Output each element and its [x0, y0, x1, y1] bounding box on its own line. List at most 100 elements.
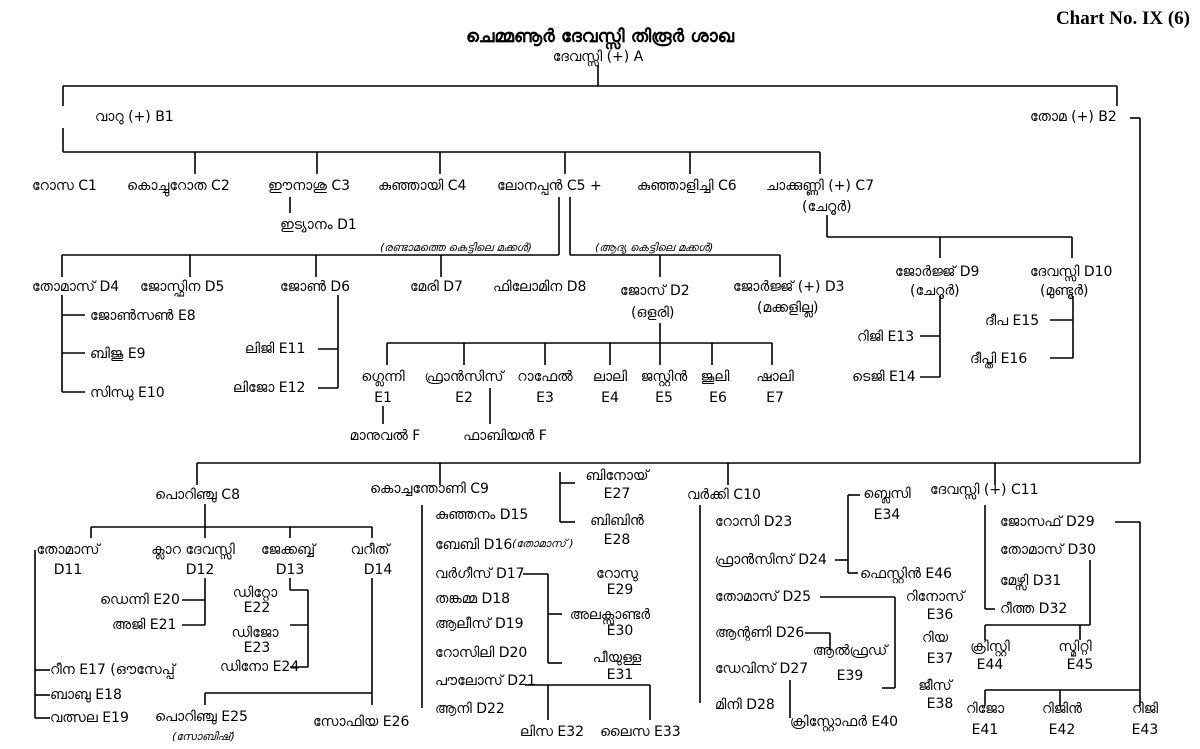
person-label-e23-code: E23 — [244, 640, 271, 656]
person-label-e25-note: (സോബിഷ്) — [172, 730, 235, 743]
person-label-e6-name: ജൂലി — [701, 369, 730, 385]
person-label-c6: കുഞ്ഞാളിച്ചി C6 — [637, 178, 737, 194]
person-label-e34-name: ബ്ലെസി — [863, 486, 910, 504]
person-label-d13-name: ജേക്കബ്ബ് — [261, 542, 317, 558]
person-label-d11-code: D11 — [54, 562, 83, 578]
person-label-e9: ബിജു E9 — [90, 346, 146, 362]
person-label-c1: റോസ C1 — [32, 178, 97, 194]
person-label-d21: പൗലോസ് D21 — [435, 673, 536, 689]
person-label-e27-code: E27 — [604, 486, 631, 502]
person-label-d12-code: D12 — [186, 562, 215, 578]
person-label-b1: വാറു (+) B1 — [95, 109, 174, 125]
person-label-e30-name: അലക്സാണ്ടർ — [570, 607, 650, 625]
person-label-e37-code: E37 — [927, 651, 954, 667]
person-label-c9: കൊച്ചന്തോണി C9 — [370, 481, 489, 497]
person-label-e41-code: E41 — [972, 722, 999, 738]
person-label-e29-code: E29 — [607, 582, 634, 598]
person-label-e17: റീന E17 (ഔസേപ്പ് — [50, 662, 177, 679]
person-label-e22-code: E22 — [244, 600, 271, 616]
person-label-e45-name: സ്മിറ്റി — [1058, 639, 1091, 656]
person-label-d32: റീത്ത D32 — [1000, 601, 1067, 617]
person-label-c7-place: (ചേറൂർ) — [802, 199, 852, 215]
person-label-d3-note: (മക്കളില്ല) — [757, 300, 818, 318]
person-label-f1: മാനുവൽ F — [350, 428, 421, 444]
marriage-note: (രണ്ടാമത്തെ കെട്ടിലെ മക്കൾ) — [380, 241, 532, 254]
person-label-d8: ഫിലോമിന D8 — [493, 279, 586, 295]
person-label-e5-name: ജസ്റ്റിൻ — [641, 369, 688, 387]
person-label-e36-code: E36 — [927, 607, 954, 623]
person-label-e23-name: ഡിജോ — [232, 625, 280, 641]
person-label-d15: കുഞ്ഞനം D15 — [435, 507, 528, 523]
person-label-e19: വത്സല E19 — [50, 710, 129, 726]
person-label-e2-code: E2 — [455, 390, 473, 406]
person-label-e44-name: ക്രിസ്റ്റി — [970, 639, 1010, 657]
person-label-e18: ബാബു E18 — [50, 687, 122, 703]
person-label-c4: കുഞ്ഞായി C4 — [378, 178, 467, 194]
person-label-e7-name: ഷാലി — [756, 369, 793, 385]
person-label-d4: തോമാസ് D4 — [32, 279, 119, 295]
person-label-e37-name: റിയ — [922, 630, 949, 646]
person-label-e4-name: ലാലി — [593, 369, 627, 385]
person-label-c3: ഈനാശു C3 — [268, 178, 350, 194]
person-label-d2-place: (ഒളരി) — [631, 305, 674, 321]
person-label-e20: ഡെന്നി E20 — [100, 592, 180, 608]
person-label-e41-name: റിജോ — [966, 701, 1005, 717]
person-label-e42-name: റിജിൻ — [1042, 701, 1082, 717]
person-label-e12: ലിജോ E12 — [233, 380, 305, 396]
person-label-e22-name: ഡിറ്റോ — [233, 585, 278, 602]
person-label-d10-place: (മുണ്ടൂർ) — [1040, 283, 1088, 299]
person-label-e38-code: E38 — [927, 696, 954, 712]
person-label-b2: തോമ (+) B2 — [1030, 109, 1117, 125]
person-label-e45-code: E45 — [1067, 657, 1094, 673]
person-label-d14-name: വറീത് — [351, 542, 391, 558]
person-label-d14-code: D14 — [364, 562, 393, 578]
person-label-d16: ബേബി D16 — [435, 537, 512, 553]
person-label-d3: ജോർജ്ജ് (+) D3 — [733, 279, 845, 295]
person-label-d26: ആന്റണി D26 — [715, 625, 804, 642]
root-person-label: ദേവസ്സി (+) A — [553, 49, 644, 67]
person-label-d25: തോമാസ് D25 — [715, 589, 811, 605]
person-label-d29: ജോസഫ് D29 — [1000, 514, 1095, 530]
person-label-e32: ലിസ E32 — [520, 724, 584, 740]
person-label-e30-code: E30 — [607, 623, 634, 639]
person-label-d31: മേഴ്സി D31 — [1000, 573, 1061, 591]
node-labels: Chart No. IX (6) ചെമ്മണൂർ ദേവസ്സി തിരൂർ ശ… — [32, 8, 1190, 743]
chart-number: Chart No. IX (6) — [1056, 8, 1190, 29]
person-label-e27-name: ബിനോയ് — [585, 468, 650, 484]
person-label-d17: വർഗീസ് D17 — [435, 566, 525, 582]
person-label-e39-code: E39 — [837, 668, 864, 684]
person-label-d27: ഡേവിസ് D27 — [715, 661, 808, 677]
person-label-d22: ആനി D22 — [435, 701, 505, 717]
person-label-d28: മിനി D28 — [715, 697, 775, 713]
person-label-e26: സോഫിയ E26 — [313, 714, 410, 730]
person-label-d13-code: D13 — [276, 562, 305, 578]
person-label-c7: ചാക്കുണ്ണി (+) C7 — [766, 178, 874, 196]
chart-title: ചെമ്മണൂർ ദേവസ്സി തിരൂർ ശാഖ — [466, 26, 735, 50]
person-label-e40: ക്രിസ്റ്റോഫർ E40 — [790, 714, 898, 732]
person-label-c10: വർക്കി C10 — [687, 487, 761, 503]
person-label-d24: ഫ്രാൻസിസ് D24 — [715, 552, 827, 568]
person-label-c11: ദേവസ്സി (+) C11 — [930, 482, 1039, 500]
person-label-d5: ജോസ്ഫിന D5 — [140, 279, 224, 297]
person-label-e28-name: ബിബിൻ — [590, 513, 644, 529]
person-label-d1: ഇട്യാനം D1 — [280, 217, 357, 233]
person-label-e14: ടെജി E14 — [852, 369, 916, 385]
person-label-d11-name: തോമാസ് — [36, 542, 101, 558]
person-label-e6-code: E6 — [709, 390, 727, 406]
person-label-e46: ഫെസ്റ്റിൻ E46 — [860, 566, 952, 584]
person-label-e16: ദീപ്തി E16 — [970, 351, 1027, 369]
person-label-d19: ആലീസ് D19 — [435, 616, 524, 632]
marriage-note: (ആദ്യ കെട്ടിലെ മക്കൾ) — [595, 241, 713, 254]
person-label-e43-name: റിജി — [1132, 701, 1158, 717]
connector-lines — [34, 65, 1141, 720]
person-label-e3-name: റാഫേൽ — [517, 369, 573, 385]
person-label-d7: മേരി D7 — [410, 279, 463, 295]
person-label-e21: അജി E21 — [112, 617, 176, 633]
person-label-d6: ജോൺ D6 — [280, 279, 350, 295]
person-label-c5: ലോനപ്പൻ C5 + — [497, 178, 602, 195]
person-label-c8: പൊറിഞ്ചു C8 — [155, 487, 240, 503]
person-label-e15: ദീപ E15 — [985, 313, 1039, 329]
person-label-d30: തോമാസ് D30 — [1000, 542, 1096, 558]
person-label-e10: സിന്ധു E10 — [90, 385, 165, 401]
person-label-d12-name: ക്ലാറ ദേവസ്സി — [151, 542, 235, 560]
